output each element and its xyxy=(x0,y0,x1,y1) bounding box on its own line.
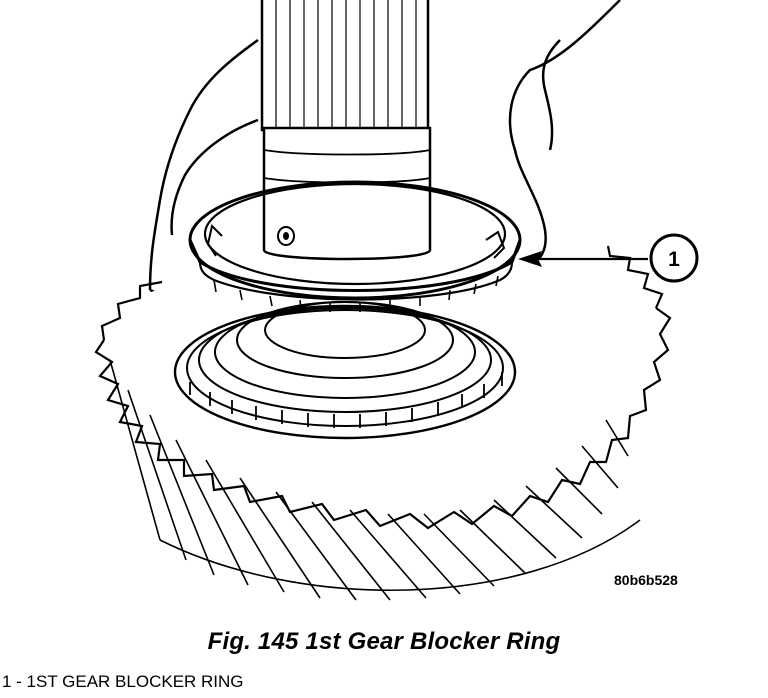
synchronizer-hub xyxy=(173,301,517,440)
callout-leader xyxy=(518,251,648,267)
blocker-ring xyxy=(188,180,522,312)
shaft xyxy=(260,0,432,261)
legend-item: 1 - 1ST GEAR BLOCKER RING xyxy=(2,672,244,691)
callout-badge: 1 xyxy=(649,233,699,283)
technical-illustration: 1 80b6b528 xyxy=(94,0,699,601)
figure-caption: Fig. 145 1st Gear Blocker Ring xyxy=(207,628,561,655)
figure-image-id: 80b6b528 xyxy=(614,572,678,588)
callout-number: 1 xyxy=(668,248,680,271)
